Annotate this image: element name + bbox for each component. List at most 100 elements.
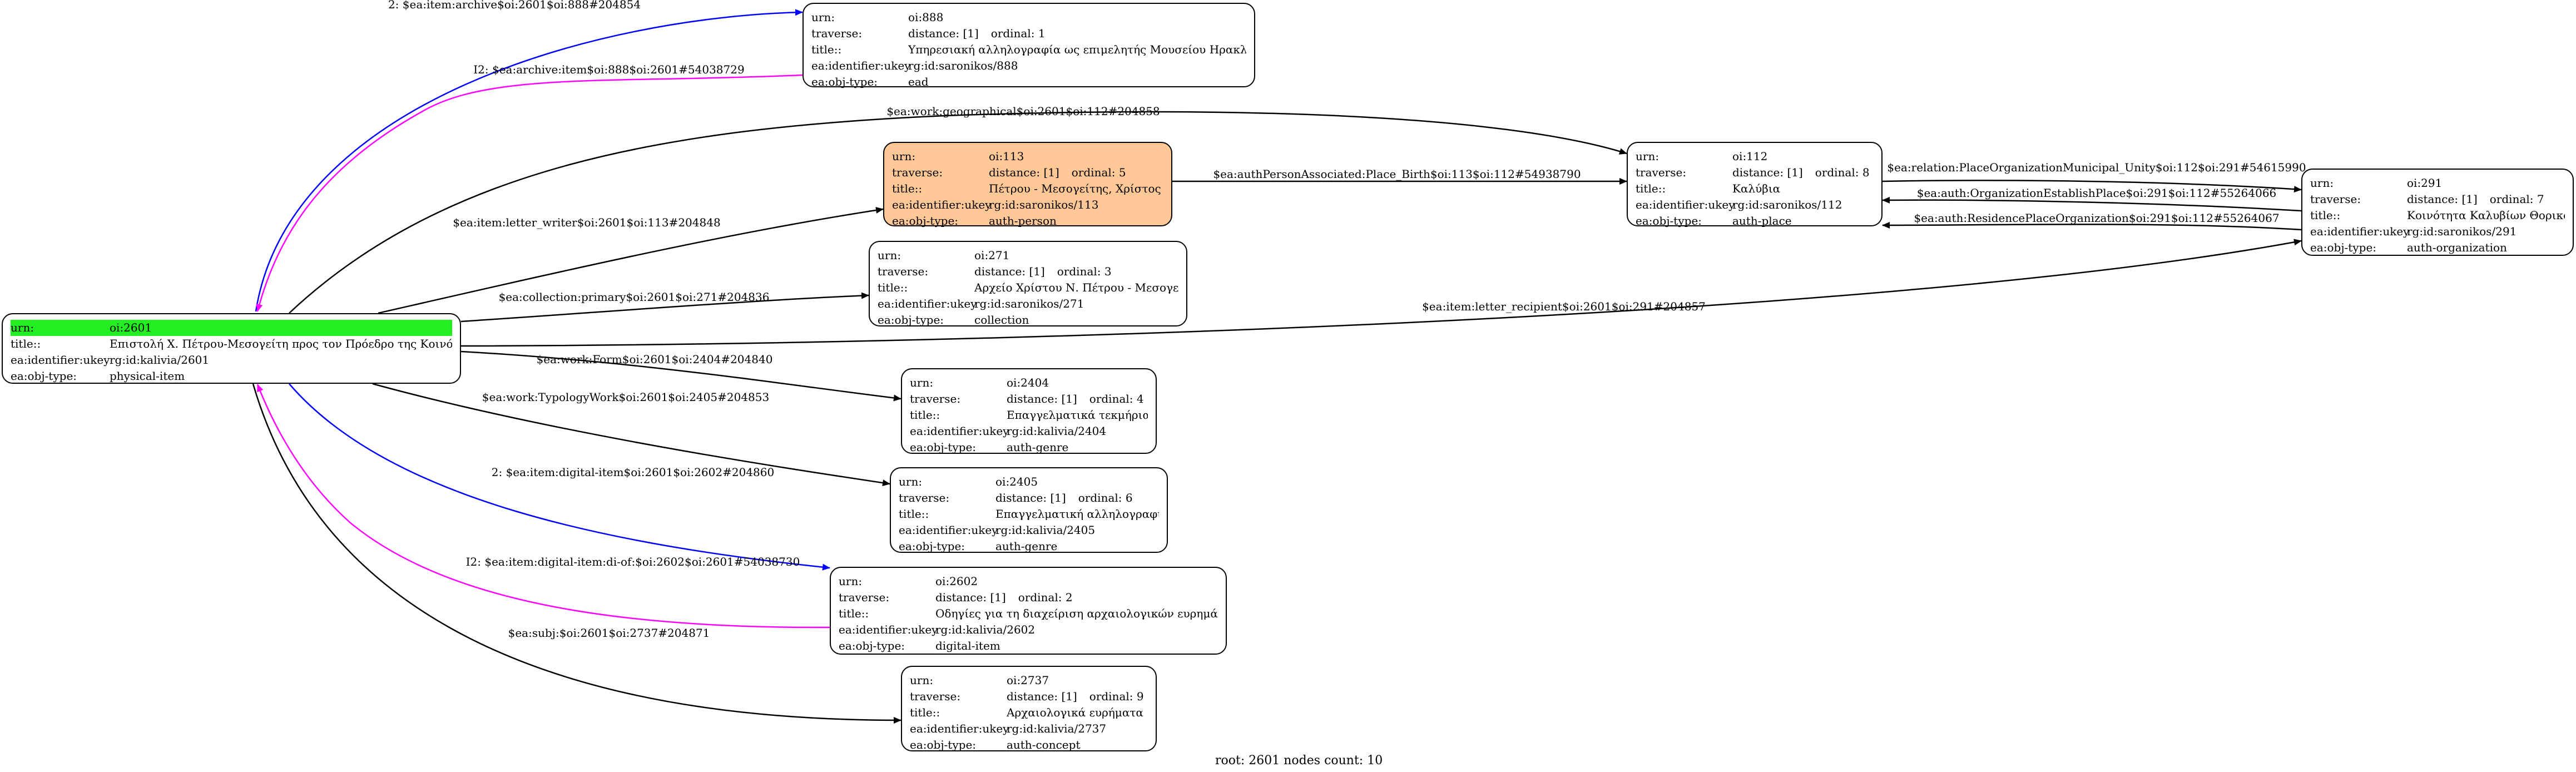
edge-label-e4: $ea:item:letter_writer$oi:2601$oi:113#20… [453,216,720,229]
field-value: Οδηγίες για τη διαχείριση αρχαιολογικών … [935,606,1218,622]
edge-label-e5: $ea:authPersonAssociated:Place_Birth$oi:… [1213,167,1581,181]
root-id: 2601 [1249,754,1280,768]
node-field-row: title::Κοινότητα Καλυβίων Θορικού [2310,207,2565,224]
field-value-text: physical-item [110,369,185,383]
node-field-row: traverse:distance: [1]ordinal: 6 [899,490,1159,506]
field-key: title:: [811,43,842,56]
field-value: distance: [1]ordinal: 1 [908,26,1246,42]
field-value-ordinal: ordinal: 5 [1071,166,1126,179]
field-value: rg:id:kalivia/2405 [995,522,1159,538]
field-key: traverse: [839,591,890,604]
node-field-row: urn:oi:291 [2310,175,2565,191]
field-value: distance: [1]ordinal: 2 [935,590,1218,606]
field-value: oi:271 [974,248,1178,264]
field-value-text: oi:2405 [995,475,1038,488]
field-key: urn: [892,150,916,163]
field-value-text: oi:2601 [110,321,152,334]
field-value-text: rg:id:saronikos/113 [989,198,1099,211]
node-oi-2404[interactable]: urn: oi:2404 traverse:distance: [1]ordinal… [901,368,1157,454]
node-oi-2405[interactable]: urn: oi:2405 traverse:distance: [1]ordinal… [890,467,1168,553]
field-value: digital-item [935,638,1218,654]
field-key: traverse: [878,265,929,278]
field-key: traverse: [910,690,961,703]
field-key: ea:obj-type: [878,313,944,326]
field-key: traverse: [910,392,961,405]
edge-e2 [256,74,803,312]
field-key: ea:obj-type: [811,75,878,88]
edge-label-e14: I2: $ea:item:digital-item:di-of:$oi:2602… [466,555,800,568]
field-key: title:: [899,507,929,521]
field-value: oi:2737 [1007,672,1148,689]
field-key: urn: [899,475,923,488]
node-field-row: urn:oi:2602 [839,573,1218,590]
node-field-row: ea:obj-type:auth-person [892,213,1163,229]
field-value: auth-organization [2407,240,2565,256]
field-value-text: rg:id:saronikos/291 [2407,225,2517,238]
edge-e13 [289,383,830,571]
edge-label-e7: $ea:auth:OrganizationEstablishPlace$oi:2… [1917,186,2277,200]
field-key: ea:identifier:ukey [878,297,977,310]
node-field-row: urn: oi:2405 [899,474,1159,490]
field-value-text: distance: [1] [908,27,979,40]
edge-label-e13: 2: $ea:item:digital-item$oi:2601$oi:2602… [492,466,774,479]
field-key: ea:obj-type: [899,540,965,553]
nodes-count: 10 [1367,754,1383,768]
field-value: rg:id:saronikos/113 [989,197,1163,213]
node-field-row: title::Επαγγελματική αλληλογραφία [899,506,1159,522]
field-value: distance: [1]ordinal: 6 [995,490,1159,506]
edge-label-e1: 2: $ea:item:archive$oi:2601$oi:888#20485… [388,0,641,11]
edge-e4 [378,207,884,314]
field-value: Επιστολή Χ. Πέτρου-Μεσογείτη προς τον Πρ… [110,336,452,352]
node-field-row: traverse:distance: [1]ordinal: 1 [811,26,1246,42]
field-value-text: oi:2404 [1007,376,1049,389]
node-field-row: traverse:distance: [1]ordinal: 4 [910,391,1148,407]
field-value-ordinal: ordinal: 7 [2489,192,2544,206]
field-value: Υπηρεσιακή αλληλογραφία ως επιμελητής Μο… [908,42,1246,58]
field-value: auth-place [1732,213,1874,229]
field-value: auth-person [989,213,1163,229]
field-key: traverse: [2310,192,2361,206]
field-value-text: Αρχαιολογικά ευρήματα [1007,706,1143,719]
field-value: Πέτρου - Μεσογείτης, Χρίστος Ν. [989,181,1163,197]
field-value-text: Επαγγελματική αλληλογραφία [995,507,1159,521]
field-key: urn: [839,575,863,588]
field-key: ea:identifier:ukey [2310,225,2410,238]
field-value: rg:id:saronikos/291 [2407,224,2565,240]
node-field-row: title::Αρχείο Χρίστου Ν. Πέτρου - Μεσογε… [878,280,1178,296]
field-value-text: oi:113 [989,150,1024,163]
edge-e12 [372,383,890,487]
field-value: rg:id:saronikos/271 [974,296,1178,312]
edge-label-e2: I2: $ea:archive:item$oi:888$oi:2601#5403… [473,63,744,76]
field-key: ea:identifier:ukey [1636,198,1735,211]
field-key: ea:obj-type: [11,369,77,383]
root-label: root: [1215,754,1245,768]
field-value: physical-item [110,368,452,384]
field-key: title:: [892,182,923,195]
field-key: urn: [910,376,934,389]
field-value-ordinal: ordinal: 9 [1089,690,1144,703]
field-value: oi:2601 [110,320,452,336]
field-value: distance: [1]ordinal: 8 [1732,165,1874,181]
field-key: title:: [11,337,41,350]
field-value: Επαγγελματική αλληλογραφία [995,506,1159,522]
node-field-row: traverse: distance: [1]ordinal: 2 [839,590,1218,606]
edge-label-e15: $ea:subj:$oi:2601$oi:2737#204871 [508,626,710,640]
field-key: traverse: [892,166,943,179]
field-value-text: oi:2737 [1007,674,1049,687]
field-value: collection [974,312,1178,328]
node-field-row: traverse:distance: [1]ordinal: 9 [910,689,1148,705]
field-key: ea:identifier:ukey [899,523,998,537]
field-value-text: rg:id:saronikos/888 [908,59,1018,72]
field-value-text: auth-genre [1007,441,1069,454]
